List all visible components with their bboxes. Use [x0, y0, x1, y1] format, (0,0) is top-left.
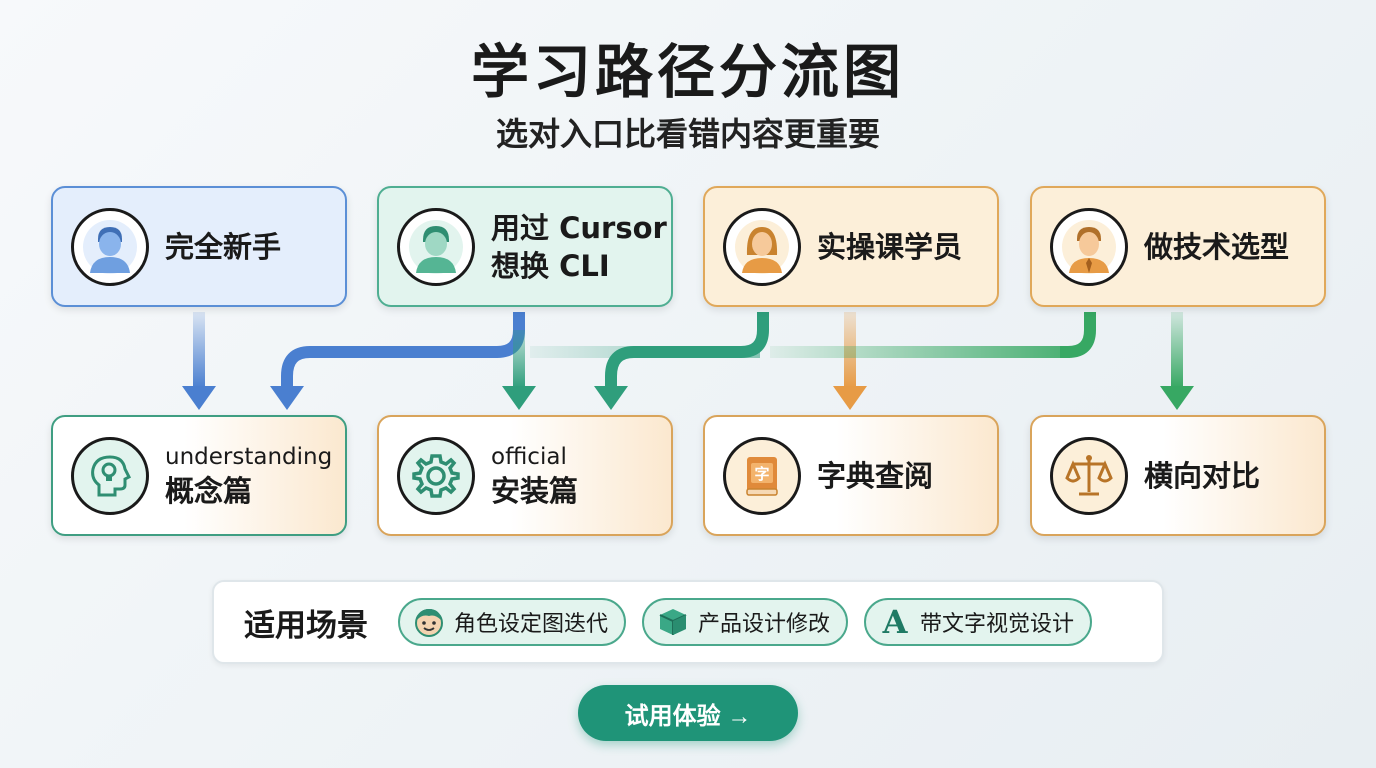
try-experience-button[interactable]: 试用体验 →: [578, 685, 798, 741]
arrow-student-to-dictionary: [833, 312, 867, 410]
dictionary-icon-text: 字: [754, 465, 769, 483]
scene-label: 适用场景: [244, 607, 368, 644]
source-label: 完全新手: [165, 229, 282, 264]
target-label: 概念篇: [165, 473, 253, 508]
scene-pill-label: 产品设计修改: [698, 612, 831, 637]
target-label: 安装篇: [491, 473, 579, 508]
scene-pill-label: 角色设定图迭代: [454, 612, 609, 637]
female-user-avatar-icon: [723, 207, 801, 286]
arrow-newbie-to-concept: [182, 312, 216, 410]
arrow-student-to-install: [594, 312, 769, 410]
brain-lightbulb-icon: [71, 436, 149, 515]
source-label-line2: 想换 CLI: [491, 248, 610, 283]
dictionary-book-icon: 字: [723, 436, 801, 515]
package-box-icon: [656, 605, 690, 639]
user-avatar-icon: [397, 207, 475, 286]
scene-pill-label: 带文字视觉设计: [920, 612, 1075, 637]
scene-pill-text-design[interactable]: A 带文字视觉设计: [864, 598, 1093, 646]
target-label-small: official: [491, 443, 567, 470]
source-label: 实操课学员: [817, 229, 963, 264]
target-label: 横向对比: [1144, 458, 1261, 493]
businessman-avatar-icon: [1050, 207, 1128, 286]
source-card-cursor-user[interactable]: 用过 Cursor 想换 CLI: [377, 186, 673, 307]
target-card-compare[interactable]: 横向对比: [1030, 415, 1326, 536]
source-label-line1: 用过 Cursor: [491, 210, 667, 245]
scene-pill-product[interactable]: 产品设计修改: [642, 598, 849, 646]
scene-panel: 适用场景 角色设定图迭代 产品设计修改 A 带文字视觉设计: [212, 580, 1164, 664]
arrow-cursor-to-install: [502, 330, 536, 410]
smiley-face-icon: [412, 605, 446, 639]
target-label: 字典查阅: [817, 458, 934, 493]
target-card-install[interactable]: official 安装篇: [377, 415, 673, 536]
target-label-small: understanding: [165, 443, 333, 470]
target-card-dictionary[interactable]: 字 字典查阅: [703, 415, 999, 536]
arrow-selection-to-install: [770, 312, 1096, 358]
source-card-student[interactable]: 实操课学员: [703, 186, 999, 307]
arrow-selection-to-compare: [1160, 312, 1194, 410]
gear-icon: [397, 436, 475, 515]
balance-scale-icon: [1050, 436, 1128, 515]
target-card-concept[interactable]: understanding 概念篇: [51, 415, 347, 536]
source-card-tech-selection[interactable]: 做技术选型: [1030, 186, 1326, 307]
source-label: 做技术选型: [1144, 229, 1290, 264]
user-avatar-icon: [71, 207, 149, 286]
scene-pill-character[interactable]: 角色设定图迭代: [398, 598, 627, 646]
arrow-cursor-to-concept: [270, 312, 525, 410]
page-title: 学习路径分流图: [470, 38, 905, 106]
source-card-newbie[interactable]: 完全新手: [51, 186, 347, 307]
page-subtitle: 选对入口比看错内容更重要: [495, 115, 880, 153]
letter-a-icon: A: [882, 603, 908, 641]
